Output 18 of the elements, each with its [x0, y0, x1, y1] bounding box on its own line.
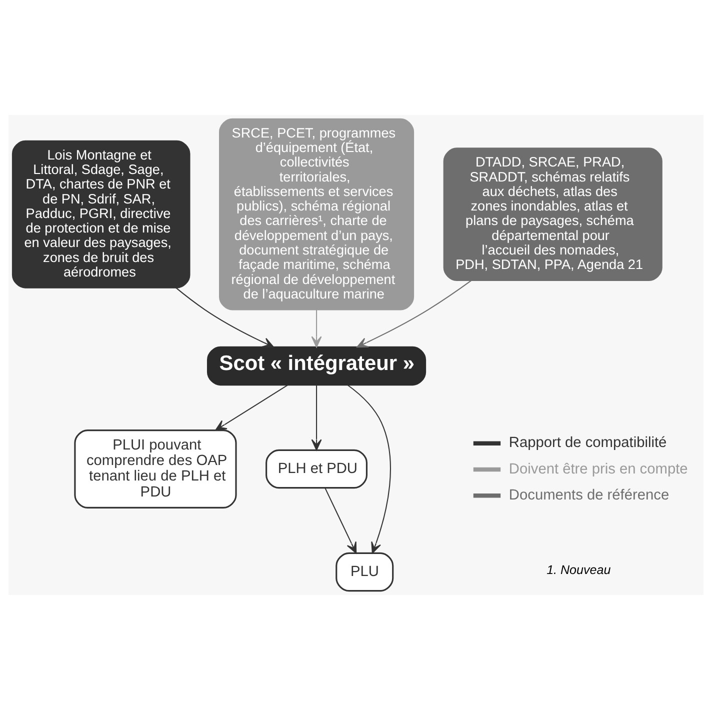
legend-label: Rapport de compatibilité: [508, 434, 667, 451]
arrow: [311, 309, 322, 348]
arrow: [356, 279, 472, 348]
node-box: Scot « intégrateur »: [206, 346, 426, 386]
node-box: Lois Montagne et Littoral, Sdage, Sage, DTA, chartes de PNR et de PN, Sdrif, SAR, Padduc, PGRI, directive de protection et de mise en valeur des paysages, zones de bruit des aérodromes: [12, 140, 190, 288]
node-box: PLH et PDU: [266, 448, 368, 488]
arrow: [175, 286, 274, 348]
label: 1. Nouveau: [546, 562, 611, 577]
arrow: [215, 384, 288, 430]
arrow: [347, 384, 391, 554]
node-box: PLUI pouvant comprendre des OAP tenant lieu de PLH et PDU: [74, 429, 237, 508]
legend-label: Documents de référence: [508, 487, 670, 504]
arrow: [311, 384, 322, 450]
arrow: [324, 487, 357, 554]
legend-label: Doivent être pris en compte: [508, 460, 688, 477]
node-box: SRCE, PCET, programmes d’équipement (État, collectivités territoriales, établissements et services publics), schéma régional des carrières¹, charte de développement d’un pays, document stratégique de façade maritime, schéma régional de développement de l’aquaculture marine: [219, 118, 414, 310]
node-box: DTADD, SRCAE, PRAD, SRADDT, schémas relatifs aux déchets, atlas des zones inondables, atlas et plans de paysages, schéma départemental pour l’accueil des nomades, PDH, SDTAN, PPA, Agenda 21: [443, 147, 662, 281]
node-box: PLU: [336, 552, 394, 592]
